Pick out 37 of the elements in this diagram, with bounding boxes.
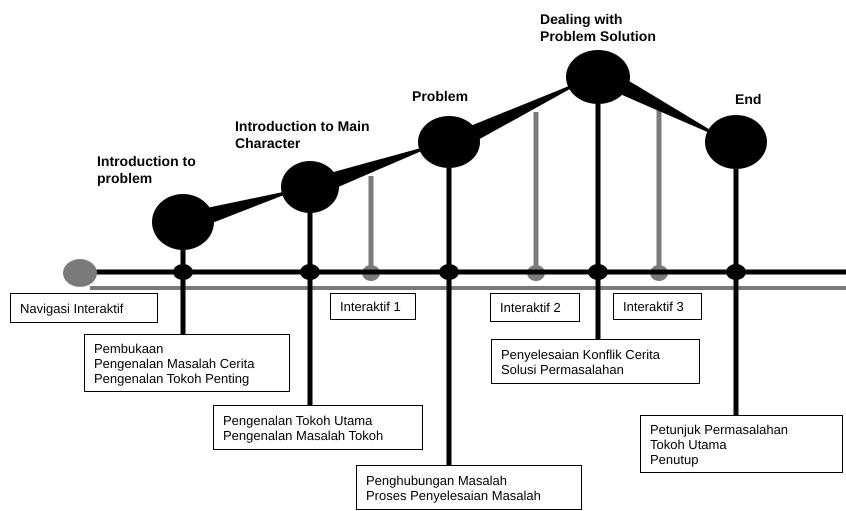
text-box <box>84 334 290 392</box>
box-text: Navigasi Interaktif <box>20 300 124 316</box>
text-box <box>490 293 580 322</box>
box-text: Tokoh Utama <box>650 436 728 452</box>
box-text: Penyelesaian Konflik Cerita <box>501 346 661 362</box>
box-text: Pengenalan Masalah Cerita <box>94 356 256 370</box>
box-text: Solusi Permasalahan <box>501 362 625 376</box>
stage-heading: Introduction to problem <box>97 153 197 187</box>
connector-line <box>596 104 600 339</box>
text-box <box>640 415 843 473</box>
connector-line <box>734 169 738 415</box>
box-text: Interaktif 1 <box>340 299 402 314</box>
box-text: Pembukaan <box>94 340 164 356</box>
stage-heading: Dealing with Problem Solution <box>540 11 657 45</box>
stage-heading: End <box>735 91 762 108</box>
connector-line <box>446 168 452 465</box>
box-text: Interaktif 2 <box>500 300 562 315</box>
text-box <box>491 339 700 384</box>
stage-heading: Introduction to Main Character <box>235 118 371 152</box>
box-text: Proses Penyelesaian Masalah <box>366 488 542 502</box>
box-text: Petunjuk Permasalahan <box>650 422 790 436</box>
text-box <box>330 293 416 320</box>
stage-heading: Problem <box>412 88 470 105</box>
text-box <box>613 293 702 320</box>
text-box <box>10 293 158 323</box>
wedge-connector <box>620 80 710 133</box>
box-text: Penutup <box>650 452 700 466</box>
box-text: Pengenalan Tokoh Utama <box>223 412 374 428</box>
text-box <box>356 465 582 510</box>
box-text: Pengenalan Masalah Tokoh <box>223 428 384 442</box>
connector-line <box>308 213 312 405</box>
connector-line <box>180 250 186 334</box>
box-text: Penghubungan Masalah <box>366 472 508 488</box>
box-text: Interaktif 3 <box>623 299 685 314</box>
wedge-connector <box>470 86 572 141</box>
text-box <box>213 405 423 450</box>
box-text: Pengenalan Tokoh Penting <box>94 370 250 386</box>
